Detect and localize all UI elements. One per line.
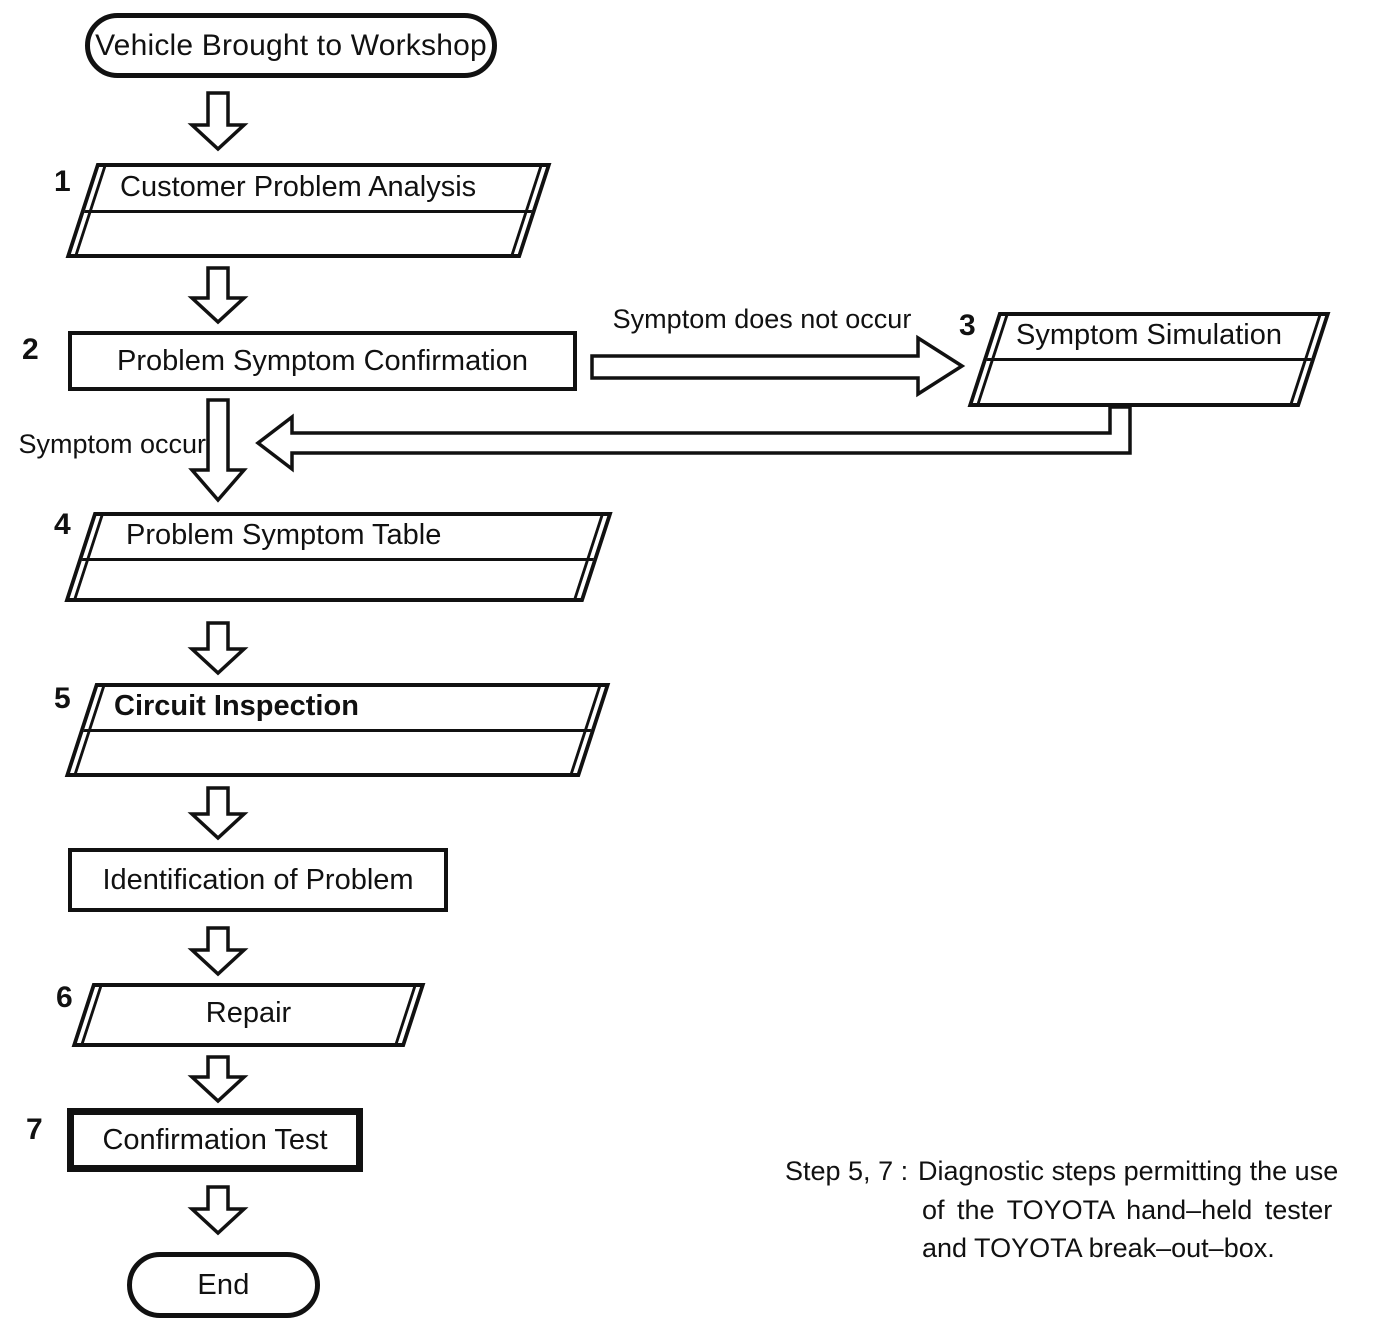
arrow-step2-to-step4 (188, 398, 248, 503)
footnote-step-reference: Step 5, 7 : (785, 1156, 909, 1186)
footnote-line-2: of the TOYOTA hand–held tester (922, 1195, 1333, 1225)
step-number-2: 2 (22, 333, 39, 366)
start-terminal-label: Vehicle Brought to Workshop (95, 28, 487, 62)
step-number-5: 5 (54, 682, 71, 715)
edge-label-symptom-occur: Symptom occur (18, 429, 206, 459)
arrow-step4-to-step5 (187, 621, 249, 676)
node-problem-symptom-table-label: Problem Symptom Table (126, 518, 442, 551)
arrow-step3-return (255, 405, 1132, 473)
step-number-1: 1 (54, 165, 71, 198)
arrow-start-to-step1 (187, 91, 249, 152)
node-divider-line (986, 358, 1312, 361)
arrow-step1-to-step2 (187, 266, 249, 325)
node-confirmation-test-label: Confirmation Test (102, 1123, 328, 1156)
step-number-3: 3 (959, 309, 976, 342)
node-divider-line (83, 729, 592, 732)
step-number-7: 7 (26, 1113, 43, 1146)
end-terminal: End (127, 1252, 320, 1318)
arrow-ident-to-step6 (187, 926, 249, 977)
node-customer-problem-analysis-label: Customer Problem Analysis (120, 170, 477, 203)
node-repair-label: Repair (205, 996, 292, 1029)
arrow-step7-to-end (187, 1185, 249, 1236)
node-problem-symptom-confirmation: Problem Symptom Confirmation (68, 331, 577, 391)
node-circuit-inspection-label: Circuit Inspection (114, 689, 359, 722)
node-confirmation-test: Confirmation Test (67, 1108, 363, 1172)
arrow-step5-to-ident (187, 786, 249, 841)
end-terminal-label: End (197, 1268, 250, 1301)
node-symptom-simulation-label: Symptom Simulation (1016, 318, 1282, 351)
footnote-line-3: and TOYOTA break–out–box. (922, 1233, 1275, 1263)
start-terminal: Vehicle Brought to Workshop (85, 13, 497, 78)
footnote-line-1: Diagnostic steps permitting the use (918, 1156, 1339, 1186)
step-number-4: 4 (54, 508, 71, 541)
arrow-step2-to-step3 (590, 334, 966, 398)
node-identification-of-problem: Identification of Problem (68, 848, 448, 912)
node-identification-of-problem-label: Identification of Problem (102, 863, 414, 896)
node-divider-line (84, 210, 533, 213)
step-number-6: 6 (56, 981, 73, 1014)
edge-label-symptom-does-not-occur: Symptom does not occur (612, 304, 912, 334)
node-divider-line (81, 558, 594, 561)
arrow-step6-to-step7 (187, 1055, 249, 1104)
node-problem-symptom-confirmation-label: Problem Symptom Confirmation (117, 344, 528, 377)
